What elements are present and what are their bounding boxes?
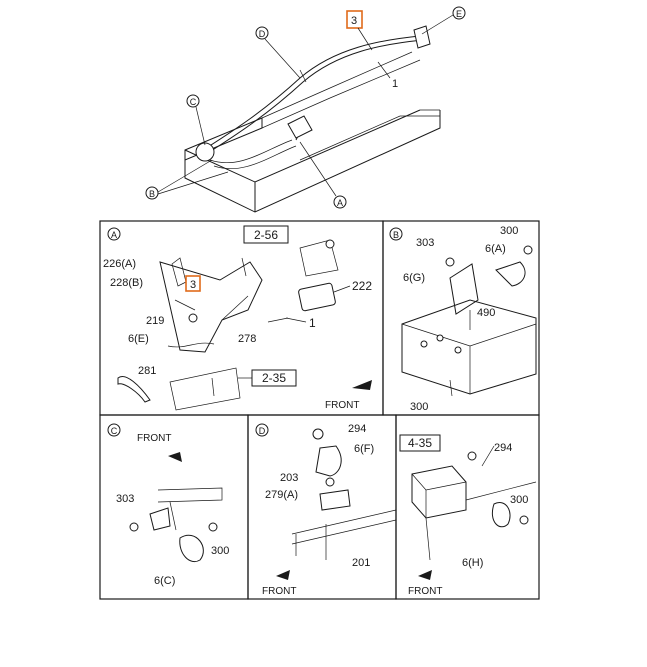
panel-a-labels-p6e-label: 6(E) xyxy=(128,333,149,345)
front-arrow-a xyxy=(352,380,372,390)
panel-a-labels-p281-label: 281 xyxy=(138,365,156,377)
panel-e-labels-front-label: FRONT xyxy=(408,586,442,597)
panel-b-tag-label: B xyxy=(393,230,399,240)
panel-a-labels-p3-label: 3 xyxy=(190,279,196,291)
overview-callouts-a-label: A xyxy=(337,198,343,208)
panel-d-labels-p294-label: 294 xyxy=(348,423,366,435)
overview-diagram: D E C B A 3 1 xyxy=(145,6,466,213)
callout-d: D xyxy=(255,26,301,79)
cable-bundle xyxy=(195,25,431,170)
panel-c-labels-front-label: FRONT xyxy=(137,433,171,444)
frame-section-b xyxy=(401,245,537,397)
front-arrow-e xyxy=(418,570,432,580)
overview-ref-3-label: 3 xyxy=(351,15,357,27)
ref-1: 1 xyxy=(377,61,398,90)
overview-ref-1-label: 1 xyxy=(392,78,398,90)
overview-callouts-e-label: E xyxy=(456,9,462,19)
panel-a-labels-p226a-label: 226(A) xyxy=(103,258,136,270)
panel-a-tag-label: A xyxy=(111,230,117,240)
callout-b: B xyxy=(145,159,229,200)
panel-b-labels-p6g-label: 6(G) xyxy=(403,272,425,284)
panel-b-labels-p303-label: 303 xyxy=(416,237,434,249)
panel-a-labels-p2-35-label: 2-35 xyxy=(262,371,286,385)
panel-a-labels-p228b-label: 228(B) xyxy=(110,277,143,289)
panel-d-labels-p279a-label: 279(A) xyxy=(265,489,298,501)
panel-e-labels-p6h-label: 6(H) xyxy=(462,557,483,569)
panel-b-labels-p6a-label: 6(A) xyxy=(485,243,506,255)
panel-d-tag-label: D xyxy=(259,426,266,436)
frame-rails xyxy=(184,51,441,213)
panel-a-labels-p1-label: 1 xyxy=(309,316,316,330)
front-arrow-c xyxy=(168,452,182,462)
overview-callouts-c-label: C xyxy=(190,97,197,107)
callout-c: C xyxy=(186,94,206,146)
panel-d-labels-front-label: FRONT xyxy=(262,586,296,597)
bracket-d xyxy=(291,428,397,560)
panel-a-labels-front-label: FRONT xyxy=(325,400,359,411)
callout-e: E xyxy=(421,6,466,35)
panel-d: D 294 6(F) 203 279(A) 201 FRONT xyxy=(247,414,397,600)
ref-box-2-56 xyxy=(243,225,289,244)
panel-a-labels-p222-label: 222 xyxy=(352,279,372,293)
panel-b: B 303 300 6(A) 6(G) 490 300 xyxy=(382,220,540,416)
panel-d-labels-p203-label: 203 xyxy=(280,472,298,484)
overview-callouts-b-label: B xyxy=(149,189,155,199)
panel-c-labels-p300-label: 300 xyxy=(211,545,229,557)
ref-3-highlight: 3 xyxy=(346,10,373,51)
front-arrow-d xyxy=(276,570,290,580)
panel-b-labels-p300b-label: 300 xyxy=(410,401,428,413)
panel-c-labels-p303-label: 303 xyxy=(116,493,134,505)
panel-c: C FRONT 303 300 6(C) xyxy=(99,414,249,600)
ref-box-4-35 xyxy=(399,434,441,452)
panel-a: A 2-56 226(A) 228(B) 3 21 xyxy=(99,220,384,416)
cable-tie-281 xyxy=(117,376,151,403)
panel-a-labels-p278-label: 278 xyxy=(238,333,256,345)
panel-c-labels-p6c-label: 6(C) xyxy=(154,575,175,587)
panel-d-labels-p6f-label: 6(F) xyxy=(354,443,374,455)
panel-a-tag xyxy=(107,227,121,241)
panel-e-labels-p300-label: 300 xyxy=(510,494,528,506)
panel-c-tag-label: C xyxy=(111,426,118,436)
panel-b-labels-p300a-label: 300 xyxy=(500,225,518,237)
panel-e-labels-p4-35-label: 4-35 xyxy=(408,436,432,450)
panel-b-labels-p490-label: 490 xyxy=(477,307,495,319)
panel-a-labels-p2-56-label: 2-56 xyxy=(254,228,278,242)
bracket-e xyxy=(411,445,537,561)
mount-plate xyxy=(169,367,241,411)
panel-a-bracket xyxy=(159,239,339,353)
overview-callouts-d-label: D xyxy=(259,29,266,39)
ref-3-highlight-panel-a xyxy=(185,275,201,292)
bracket-c xyxy=(129,487,223,562)
callout-a: A xyxy=(299,141,347,209)
panel-d-labels-p201-label: 201 xyxy=(352,557,370,569)
panel-e: 4-35 294 300 6(H) FRONT xyxy=(395,414,540,600)
panel-e-labels-p294-label: 294 xyxy=(494,442,512,454)
panel-a-labels-p219-label: 219 xyxy=(146,315,164,327)
